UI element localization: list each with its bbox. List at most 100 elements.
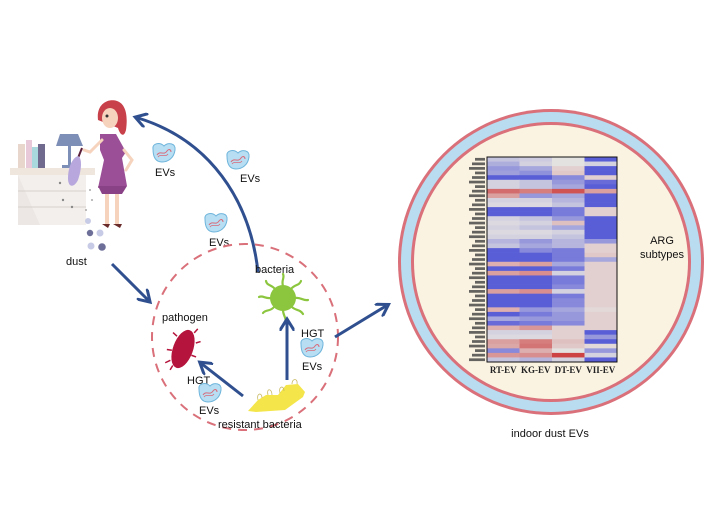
heatmap-cell xyxy=(552,161,585,167)
heatmap-cell xyxy=(487,198,520,203)
feather-duster-icon xyxy=(68,147,83,186)
heatmap-row-label xyxy=(472,217,485,220)
heatmap-row-label xyxy=(475,198,485,202)
heatmap-border xyxy=(486,156,618,363)
lamp-icon xyxy=(56,134,83,168)
heatmap-cell xyxy=(552,266,585,272)
arg-subtypes-label-line2: subtypes xyxy=(640,249,685,261)
arrow-resistant-to-pathogen xyxy=(202,364,244,398)
heatmap-cell xyxy=(584,157,618,162)
heatmap-row-label xyxy=(475,226,485,229)
resistant-bacteria-icon xyxy=(248,379,305,412)
heatmap-cell xyxy=(487,257,520,263)
heatmap-cell xyxy=(584,248,618,253)
heatmap-cell xyxy=(552,343,585,349)
heatmap-cell xyxy=(584,284,618,290)
heatmap-cell xyxy=(584,257,618,263)
heatmap-cell xyxy=(519,311,553,317)
heatmap-cell xyxy=(584,266,618,272)
heatmap-cell xyxy=(519,321,553,326)
heatmap-cell xyxy=(487,343,520,349)
heatmap-row-label xyxy=(472,326,485,330)
heatmap-cell xyxy=(552,321,585,326)
heatmap-cell xyxy=(584,202,618,208)
heatmap-cell xyxy=(552,239,585,244)
heatmap-cell xyxy=(584,225,618,231)
heatmap-row-label xyxy=(475,349,485,352)
heatmap-cell xyxy=(487,161,520,167)
heatmap-row-label xyxy=(469,249,485,252)
heatmap-row-label xyxy=(472,285,485,289)
heatmap-row-label xyxy=(472,258,485,261)
heatmap-cell xyxy=(487,266,520,272)
heatmap-row-label xyxy=(469,167,485,170)
heatmap-row-label xyxy=(469,317,485,321)
heatmap-cell xyxy=(519,275,553,281)
heatmap-cell xyxy=(552,339,585,345)
heatmap-cell xyxy=(487,188,520,194)
heatmap-cell xyxy=(552,234,585,240)
heatmap-cell xyxy=(487,352,520,358)
heatmap-cell xyxy=(487,325,520,331)
heatmap-cell xyxy=(552,275,585,281)
heatmap-row-label xyxy=(469,276,485,280)
heatmap-cell xyxy=(584,270,618,276)
heatmap-cell xyxy=(584,239,618,244)
heatmap-cell xyxy=(487,330,520,335)
heatmap-column-label: KG-EV xyxy=(521,365,551,375)
heatmap-cell xyxy=(552,293,585,299)
heatmap-cell xyxy=(584,198,618,203)
dust-label: dust xyxy=(66,256,87,268)
heatmap-cell xyxy=(552,211,585,217)
heatmap-cell xyxy=(552,348,585,354)
arg-subtypes-label-line1: ARG xyxy=(650,235,674,247)
heatmap-cell xyxy=(487,284,520,290)
ev-icon-left xyxy=(198,383,222,403)
heatmap-cell xyxy=(487,357,520,363)
pathogen-label: pathogen xyxy=(162,312,208,324)
heatmap-cell xyxy=(552,352,585,358)
evs-label-3: EVs xyxy=(209,237,230,249)
heatmap-row-label xyxy=(475,267,485,270)
heatmap-cell xyxy=(519,243,553,249)
heatmap-cell xyxy=(519,179,553,185)
heatmap-cell xyxy=(552,243,585,249)
heatmap-cell xyxy=(584,261,618,267)
heatmap-cell xyxy=(519,298,553,304)
heatmap-row-label xyxy=(472,340,485,343)
heatmap-cell xyxy=(584,193,618,199)
heatmap-cell xyxy=(552,270,585,276)
heatmap-cell xyxy=(487,248,520,253)
heatmap-cell xyxy=(552,170,585,176)
heatmap-cell xyxy=(584,170,618,176)
heatmap-cell xyxy=(519,307,553,313)
heatmap-row-label xyxy=(475,157,485,161)
heatmap-cell xyxy=(584,352,618,358)
heatmap-cell xyxy=(487,321,520,326)
heatmap-cell xyxy=(519,270,553,276)
heatmap-cell xyxy=(584,161,618,167)
heatmap-cell xyxy=(487,243,520,249)
heatmap-cell xyxy=(584,229,618,235)
heatmap-column-label: DT-EV xyxy=(555,365,583,375)
heatmap-row-label xyxy=(475,308,485,311)
heatmap-cell xyxy=(487,289,520,294)
heatmap-cell xyxy=(519,216,553,222)
heatmap-cell xyxy=(552,166,585,171)
heatmap-cell xyxy=(519,188,553,194)
heatmap-row-label xyxy=(475,253,485,257)
heatmap-row-label xyxy=(472,244,485,248)
arrow-circle-to-dust-evs xyxy=(334,306,386,339)
arrow-dust-to-circle xyxy=(110,262,148,300)
heatmap-cell xyxy=(584,348,618,354)
heatmap-cell xyxy=(552,325,585,331)
heatmap-cell xyxy=(584,307,618,313)
heatmap-cell xyxy=(519,229,553,235)
heatmap-cell xyxy=(487,229,520,235)
heatmap-cell xyxy=(584,179,618,185)
heatmap-cell xyxy=(487,170,520,176)
heatmap-cell xyxy=(487,239,520,244)
heatmap-cell xyxy=(487,166,520,171)
heatmap-row-label xyxy=(472,312,485,316)
